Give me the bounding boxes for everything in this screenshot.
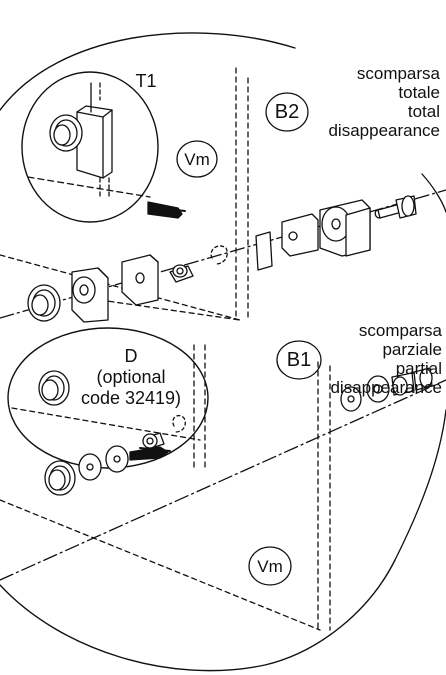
b2-caption-line-4: disappearance <box>328 121 440 140</box>
b1-caption-line-2: parziale <box>382 340 442 359</box>
b1-caption: scomparsa parziale partial disappearance <box>250 321 442 397</box>
b1-caption-line-1: scomparsa <box>358 321 442 340</box>
d-caption-line-2: (optional <box>96 367 166 387</box>
label-b1: B1 <box>286 349 312 371</box>
axis-line-bottom <box>0 379 446 581</box>
disappearance-arc-top <box>421 173 446 213</box>
label-vm-bottom: Vm <box>257 557 283 576</box>
lower-panel-frame <box>0 361 331 631</box>
label-t1: T1 <box>135 71 157 91</box>
label-b2: B2 <box>274 101 300 123</box>
lower-parts-left <box>44 414 186 496</box>
outer-circle-bottom <box>0 559 396 672</box>
b1-caption-line-4: disappearance <box>330 378 442 397</box>
d-caption-title: D <box>124 346 138 366</box>
b2-caption-line-2: totale <box>398 83 440 102</box>
d-caption-line-3: code 32419) <box>80 388 182 408</box>
b1-circle <box>276 340 322 380</box>
lower-parts-right <box>340 367 433 412</box>
d-detail-ellipse <box>7 327 209 469</box>
d-panel <box>11 344 206 471</box>
arrow-bottom-icon <box>129 446 171 461</box>
upper-parts-left <box>27 245 228 323</box>
d-button-icon <box>38 370 70 406</box>
t1-detail-ellipse <box>21 71 159 223</box>
b1-caption-line-3: partial <box>395 359 442 378</box>
b2-circle <box>265 92 309 132</box>
vm-bottom-circle <box>248 546 292 586</box>
vm-top-circle <box>176 140 218 178</box>
disappearance-arc-bottom <box>394 409 446 561</box>
outer-circle <box>0 32 296 111</box>
t1-bracket-icon <box>27 82 151 199</box>
b2-caption-line-3: total <box>407 102 440 121</box>
upper-panel-frame <box>0 67 249 321</box>
b2-caption: scomparsa totale total disappearance <box>250 64 440 140</box>
label-vm-top: Vm <box>184 150 210 169</box>
d-caption: D (optional code 32419) <box>56 346 206 409</box>
arrow-top-icon <box>147 201 186 219</box>
upper-parts-right <box>255 195 417 271</box>
b2-caption-line-1: scomparsa <box>356 64 440 83</box>
